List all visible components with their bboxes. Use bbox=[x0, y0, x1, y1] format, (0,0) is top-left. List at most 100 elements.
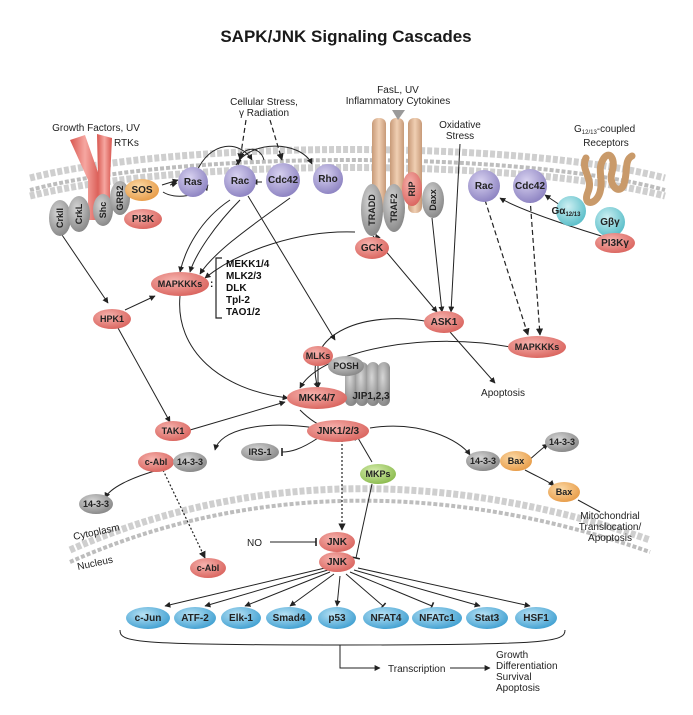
label-receptors: Receptors bbox=[583, 138, 629, 149]
label-no: NO bbox=[247, 538, 262, 549]
svg-text:TAK1: TAK1 bbox=[162, 426, 185, 436]
svg-text:HPK1: HPK1 bbox=[100, 314, 124, 324]
svg-text:14-3-3: 14-3-3 bbox=[470, 456, 496, 466]
mapkkk-item: Tpl-2 bbox=[226, 295, 250, 306]
mapkkk-item: DLK bbox=[226, 283, 247, 294]
mapkkk-item: TAO1/2 bbox=[226, 307, 261, 318]
page-title: SAPK/JNK Signaling Cascades bbox=[220, 27, 471, 46]
node-daxx: Daxx bbox=[422, 182, 444, 218]
node-cdc42: Cdc42 bbox=[266, 163, 300, 197]
svg-text:Bax: Bax bbox=[508, 456, 525, 466]
node-tradd: TRADD bbox=[361, 184, 383, 236]
svg-text:SOS: SOS bbox=[131, 185, 152, 196]
pathway-edges bbox=[59, 119, 616, 671]
node-jnk-nuclear-1: JNK bbox=[319, 532, 355, 552]
label-cellular-stress: Cellular Stress, bbox=[230, 97, 298, 108]
svg-text:c-Abl: c-Abl bbox=[145, 457, 168, 467]
node-tak1: TAK1 bbox=[155, 421, 191, 441]
node-bax-free: Bax bbox=[548, 482, 580, 502]
node-jnk-nuclear-2: JNK bbox=[319, 552, 355, 572]
svg-text:NFAT4: NFAT4 bbox=[371, 613, 402, 624]
label-outcome-growth: Growth bbox=[496, 650, 528, 661]
label-mito-1: Mitochondrial bbox=[580, 511, 639, 522]
target-elk1: Elk-1 bbox=[221, 607, 261, 629]
svg-text:GRB2: GRB2 bbox=[115, 185, 125, 210]
label-g-coupled: G12/13-coupled bbox=[574, 124, 635, 136]
svg-text:c-Jun: c-Jun bbox=[135, 613, 162, 624]
label-transcription: Transcription bbox=[388, 664, 445, 675]
node-mapkkks-right: MAPKKKs bbox=[508, 336, 566, 358]
target-nfatc1: NFATc1 bbox=[412, 607, 462, 629]
mapkkk-list: MEKK1/4 MLK2/3 DLK Tpl-2 TAO1/2 bbox=[226, 259, 270, 318]
node-jip: JIP1,2,3 bbox=[345, 362, 390, 406]
node-1433-lower: 14-3-3 bbox=[79, 494, 113, 514]
svg-text:Smad4: Smad4 bbox=[273, 613, 306, 624]
svg-text:POSH: POSH bbox=[333, 361, 359, 371]
svg-text:c-Abl: c-Abl bbox=[197, 563, 220, 573]
node-irs1: IRS-1 bbox=[241, 443, 279, 461]
svg-text:Bax: Bax bbox=[556, 487, 573, 497]
svg-text:Cdc42: Cdc42 bbox=[515, 181, 545, 192]
svg-text:MLKs: MLKs bbox=[306, 351, 331, 361]
node-rip: RIP bbox=[402, 172, 422, 206]
node-cabl: c-Abl bbox=[138, 452, 174, 472]
svg-text:14-3-3: 14-3-3 bbox=[83, 499, 109, 509]
node-pi3kg: PI3Kγ bbox=[595, 233, 635, 253]
svg-text:HSF1: HSF1 bbox=[523, 613, 549, 624]
node-shc: Shc bbox=[93, 194, 113, 226]
node-pi3k: PI3K bbox=[124, 209, 162, 229]
target-row: c-Jun ATF-2 Elk-1 Smad4 p53 NFAT4 NFATc1… bbox=[126, 607, 557, 629]
svg-text:PI3Kγ: PI3Kγ bbox=[601, 238, 629, 249]
svg-text:JNK: JNK bbox=[327, 557, 348, 568]
node-traf2: TRAF2 bbox=[383, 184, 405, 232]
svg-text:MAPKKKs: MAPKKKs bbox=[515, 342, 560, 352]
svg-text:MKPs: MKPs bbox=[365, 469, 390, 479]
svg-text:PI3K: PI3K bbox=[132, 214, 155, 225]
node-jnk123: JNK1/2/3 bbox=[307, 420, 369, 442]
label-mito-3: Apoptosis bbox=[588, 533, 632, 544]
node-mlks: MLKs bbox=[303, 346, 333, 366]
svg-text:JIP1,2,3: JIP1,2,3 bbox=[352, 391, 390, 402]
svg-text:GCK: GCK bbox=[361, 243, 384, 254]
node-cdc42-gpcr: Cdc42 bbox=[513, 169, 547, 203]
node-mapkkks: MAPKKKs bbox=[151, 272, 209, 296]
mapkkk-item: MEKK1/4 bbox=[226, 259, 270, 270]
svg-text:Daxx: Daxx bbox=[428, 189, 438, 211]
node-gbg: Gβγ bbox=[595, 207, 625, 237]
node-gck: GCK bbox=[355, 237, 389, 259]
node-mkk47: MKK4/7 bbox=[287, 387, 347, 409]
mapkkk-item: MLK2/3 bbox=[226, 271, 262, 282]
node-rac-gpcr: Rac bbox=[468, 170, 500, 202]
target-smad4: Smad4 bbox=[266, 607, 312, 629]
target-atf2: ATF-2 bbox=[174, 607, 216, 629]
svg-text:Shc: Shc bbox=[98, 202, 108, 219]
target-p53: p53 bbox=[318, 607, 356, 629]
svg-text:Ras: Ras bbox=[184, 177, 203, 188]
label-outcome-differentiation: Differentiation bbox=[496, 661, 558, 672]
svg-text:Cdc42: Cdc42 bbox=[268, 175, 298, 186]
svg-text:TRADD: TRADD bbox=[367, 194, 377, 226]
svg-text:Stat3: Stat3 bbox=[475, 613, 500, 624]
node-bax: Bax bbox=[500, 451, 532, 471]
label-oxidative: Oxidative bbox=[439, 120, 481, 131]
node-sos: SOS bbox=[125, 179, 159, 201]
target-c-jun: c-Jun bbox=[126, 607, 170, 629]
svg-text:p53: p53 bbox=[328, 613, 346, 624]
svg-text:MAPKKKs: MAPKKKs bbox=[158, 279, 203, 289]
node-posh: POSH bbox=[328, 356, 364, 376]
label-outcome-apoptosis: Apoptosis bbox=[496, 683, 540, 694]
node-1433-free: 14-3-3 bbox=[545, 432, 579, 452]
node-1433-bax: 14-3-3 bbox=[466, 451, 500, 471]
target-hsf1: HSF1 bbox=[515, 607, 557, 629]
node-ras: Ras bbox=[178, 167, 208, 197]
node-ask1: ASK1 bbox=[424, 311, 464, 333]
gpcr-receptor bbox=[581, 151, 636, 206]
svg-text:Rac: Rac bbox=[475, 181, 494, 192]
svg-text:14-3-3: 14-3-3 bbox=[177, 457, 203, 467]
target-nfat4: NFAT4 bbox=[363, 607, 409, 629]
node-cabl-nuclear: c-Abl bbox=[190, 558, 226, 578]
label-mito-2: Translocation/ bbox=[579, 522, 642, 533]
svg-text:IRS-1: IRS-1 bbox=[248, 447, 271, 457]
node-mkps: MKPs bbox=[360, 464, 396, 484]
